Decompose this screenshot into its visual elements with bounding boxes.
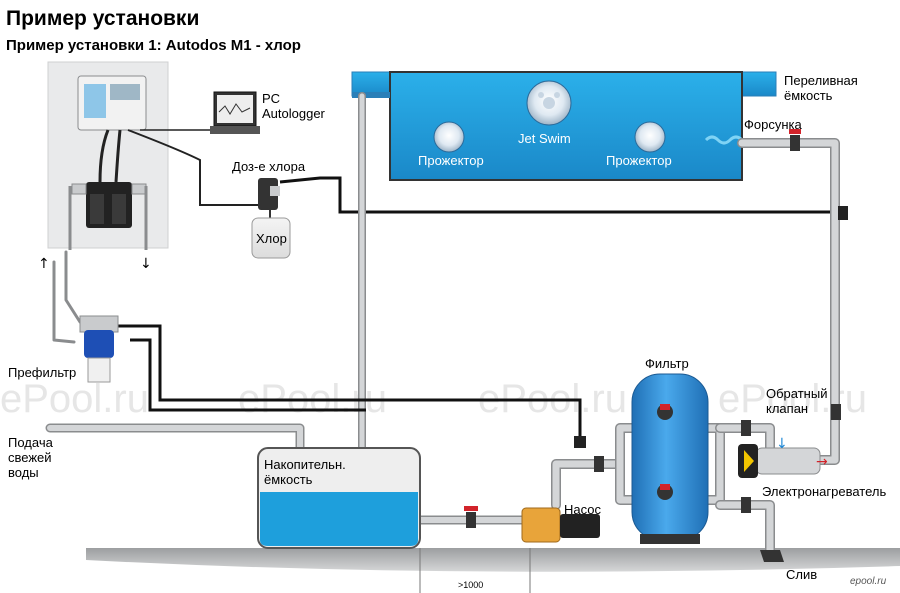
pc-autologger: PC Autologger bbox=[210, 91, 326, 134]
jet-swim-label: Jet Swim bbox=[518, 131, 571, 146]
suction-valve bbox=[466, 512, 476, 528]
storage-tank-label-1: Накопительн. bbox=[264, 457, 346, 472]
storage-tank: Накопительн. ёмкость bbox=[257, 447, 421, 549]
prefilter-housing bbox=[84, 330, 114, 358]
fresh-water-label-2: свежей bbox=[8, 450, 52, 465]
chlorine-tank-label: Хлор bbox=[256, 231, 287, 246]
arrow-up-icon: ↑ bbox=[38, 256, 50, 272]
page-title: Пример установки bbox=[6, 7, 199, 30]
storage-tank-label-2: ёмкость bbox=[264, 472, 313, 487]
controller-buttons bbox=[110, 84, 140, 100]
prefilter: Префильтр bbox=[8, 315, 119, 383]
ground bbox=[86, 548, 900, 572]
controller-panel: ↑ ↓ bbox=[38, 61, 260, 272]
check-valve-label-1: Обратный bbox=[766, 386, 827, 401]
valves bbox=[464, 129, 848, 528]
page-subtitle: Пример установки 1: Autodos M1 - хлор bbox=[6, 37, 301, 54]
pump-label: Насос bbox=[564, 502, 601, 517]
spotlight-right-label: Прожектор bbox=[606, 153, 672, 168]
check-valve bbox=[831, 404, 841, 420]
epool-logo: epool.ru bbox=[850, 576, 887, 587]
heater-label: Электронагреватель bbox=[762, 484, 886, 499]
overflow-label-1: Переливная bbox=[784, 73, 858, 88]
pump-housing bbox=[521, 507, 561, 543]
fresh-water-label-1: Подача bbox=[8, 435, 54, 450]
flow-down-icon: ↓ bbox=[776, 436, 788, 452]
spotlight-left-icon bbox=[433, 121, 465, 153]
nozzle-valve bbox=[790, 135, 800, 151]
sand-filter: Фильтр bbox=[631, 356, 709, 544]
nozzle-spray-icon bbox=[704, 135, 744, 145]
pool: Jet Swim Прожектор Прожектор Переливная … bbox=[351, 71, 858, 181]
return-valve bbox=[741, 420, 751, 436]
prefilter-label: Префильтр bbox=[8, 365, 76, 380]
pump-motor bbox=[560, 514, 600, 538]
drain-valve bbox=[741, 497, 751, 513]
flow-right-icon: → bbox=[816, 454, 828, 470]
arrow-down-icon: ↓ bbox=[140, 256, 152, 272]
sample-point bbox=[574, 436, 586, 448]
chlorine-tank bbox=[251, 217, 291, 259]
chlorine-dosing-label: Доз-е хлора bbox=[232, 159, 306, 174]
autologger-label: Autologger bbox=[262, 106, 326, 121]
sample-lines bbox=[118, 324, 582, 440]
spotlight-left-label: Прожектор bbox=[418, 153, 484, 168]
electric-heater: ↓ → Электронагреватель bbox=[738, 436, 886, 499]
spotlight-right-icon bbox=[634, 121, 666, 153]
drain-outlet bbox=[760, 550, 784, 562]
fresh-water-label-3: воды bbox=[8, 465, 39, 480]
controller-display bbox=[84, 84, 106, 118]
injection-point bbox=[838, 206, 848, 220]
watermark-1: ePool.ru bbox=[0, 377, 149, 421]
pump: Насос bbox=[521, 502, 601, 543]
distance-marker: >1000 bbox=[419, 548, 531, 593]
nozzle-label: Форсунка bbox=[744, 117, 802, 132]
distance-label: >1000 bbox=[458, 580, 483, 590]
prefilter-bowl bbox=[87, 357, 111, 383]
check-valve-label-2: клапан bbox=[766, 401, 808, 416]
overflow-label-2: ёмкость bbox=[784, 88, 833, 103]
heater-body bbox=[755, 447, 821, 475]
storage-tank-water bbox=[260, 492, 418, 546]
chlorine-line bbox=[279, 176, 845, 214]
drain-label: Слив bbox=[786, 567, 817, 582]
filter-label: Фильтр bbox=[645, 356, 689, 371]
laptop-keyboard bbox=[210, 126, 260, 134]
pc-label: PC bbox=[262, 91, 280, 106]
watermark-4: ePool.ru bbox=[718, 377, 867, 421]
filter-tank bbox=[631, 373, 709, 541]
chlorine-dosing-unit: Доз-е хлора Хлор bbox=[232, 159, 845, 259]
pump-outlet-valve bbox=[594, 456, 604, 472]
